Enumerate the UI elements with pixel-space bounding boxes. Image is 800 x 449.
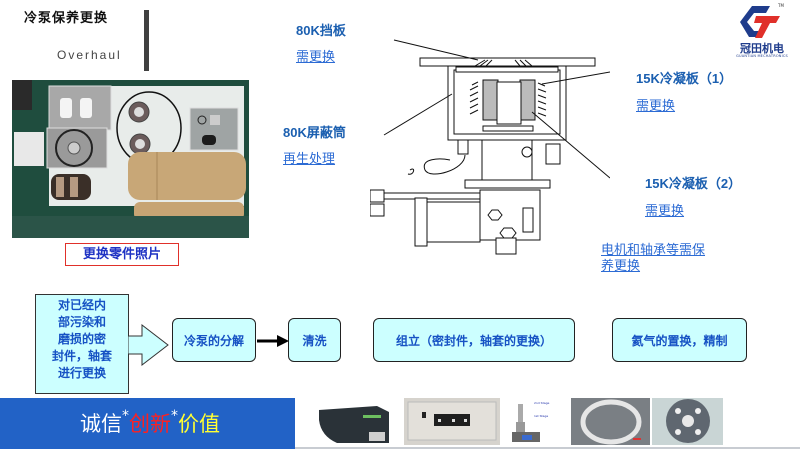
label-80k-baffle-action[interactable]: 需更换 [296,50,336,65]
arrow-right-icon [257,335,289,347]
thumb-compressor-unit [313,398,399,445]
footer-slogan: 诚信*创新*价值 [80,408,220,438]
motor-note-line-2: 养更换 [601,259,641,274]
page-title: 冷泵保养更换 [24,11,109,26]
stage2-label: 2nd Stage [534,401,549,405]
title-divider [144,10,149,71]
label-15k-array2-action[interactable]: 需更换 [645,204,685,219]
photo-caption: 更换零件照片 [65,243,179,266]
page-subtitle: Overhaul [57,48,122,62]
motor-note-line-1: 电机和轴承等需保 [601,243,706,258]
flow-step-cleaning: 清洗 [288,318,341,362]
label-80k-baffle-title: 80K挡板 [296,23,346,38]
flow-step-assembly: 组立（密封件，轴套的更换） [373,318,575,362]
label-80k-shield-title: 80K屏蔽筒 [283,125,346,140]
logo-mark-icon [740,6,780,38]
flow-note-box: 对已经内 部污染和 磨损的密 封件，轴套 进行更换 [35,294,129,394]
footer-divider [295,447,800,449]
label-motor-note[interactable]: 电机和轴承等需保 养更换 [601,243,705,275]
flow-step-helium: 氦气的置换，精制 [612,318,747,362]
slogan-separator: * [171,408,178,424]
slogan-part-innovation: 创新 [129,412,171,436]
label-15k-array2-title: 15K冷凝板（2） [645,176,742,191]
slogan-part-integrity: 诚信 [80,412,122,436]
label-80k-shield-action[interactable]: 再生处理 [283,152,336,167]
footer-band [0,398,295,449]
logo-name: 冠田机电 [740,42,784,55]
cryopump-diagram [369,30,611,270]
logo-subtitle: GUANTIAN MECHATRONICS [736,54,788,58]
flow-note-line: 封件，轴套 [51,349,112,363]
thumb-seal-ring [571,398,650,445]
thumb-controller-panel [404,398,500,445]
flow-note-line: 对已经内 [57,298,106,312]
logo-trademark: TM [778,3,784,8]
label-15k-array1-title: 15K冷凝板（1） [636,71,733,86]
slogan-part-value: 价值 [178,412,220,436]
company-logo [730,2,790,64]
slogan-separator: * [122,408,129,424]
flow-note-line: 磨损的密 [57,332,106,346]
stage1-label: 1st Stage [534,414,548,418]
block-arrow-icon [128,324,169,366]
parts-photo [12,80,249,238]
flow-note-line: 进行更换 [57,366,106,380]
thumb-cold-head-stages: 2nd Stage 1st Stage [510,398,560,445]
flow-note-line: 部污染和 [57,315,106,329]
thumb-valve-disc [652,398,723,445]
flow-step-disassembly: 冷泵的分解 [172,318,256,362]
label-15k-array1-action[interactable]: 需更换 [636,99,676,114]
